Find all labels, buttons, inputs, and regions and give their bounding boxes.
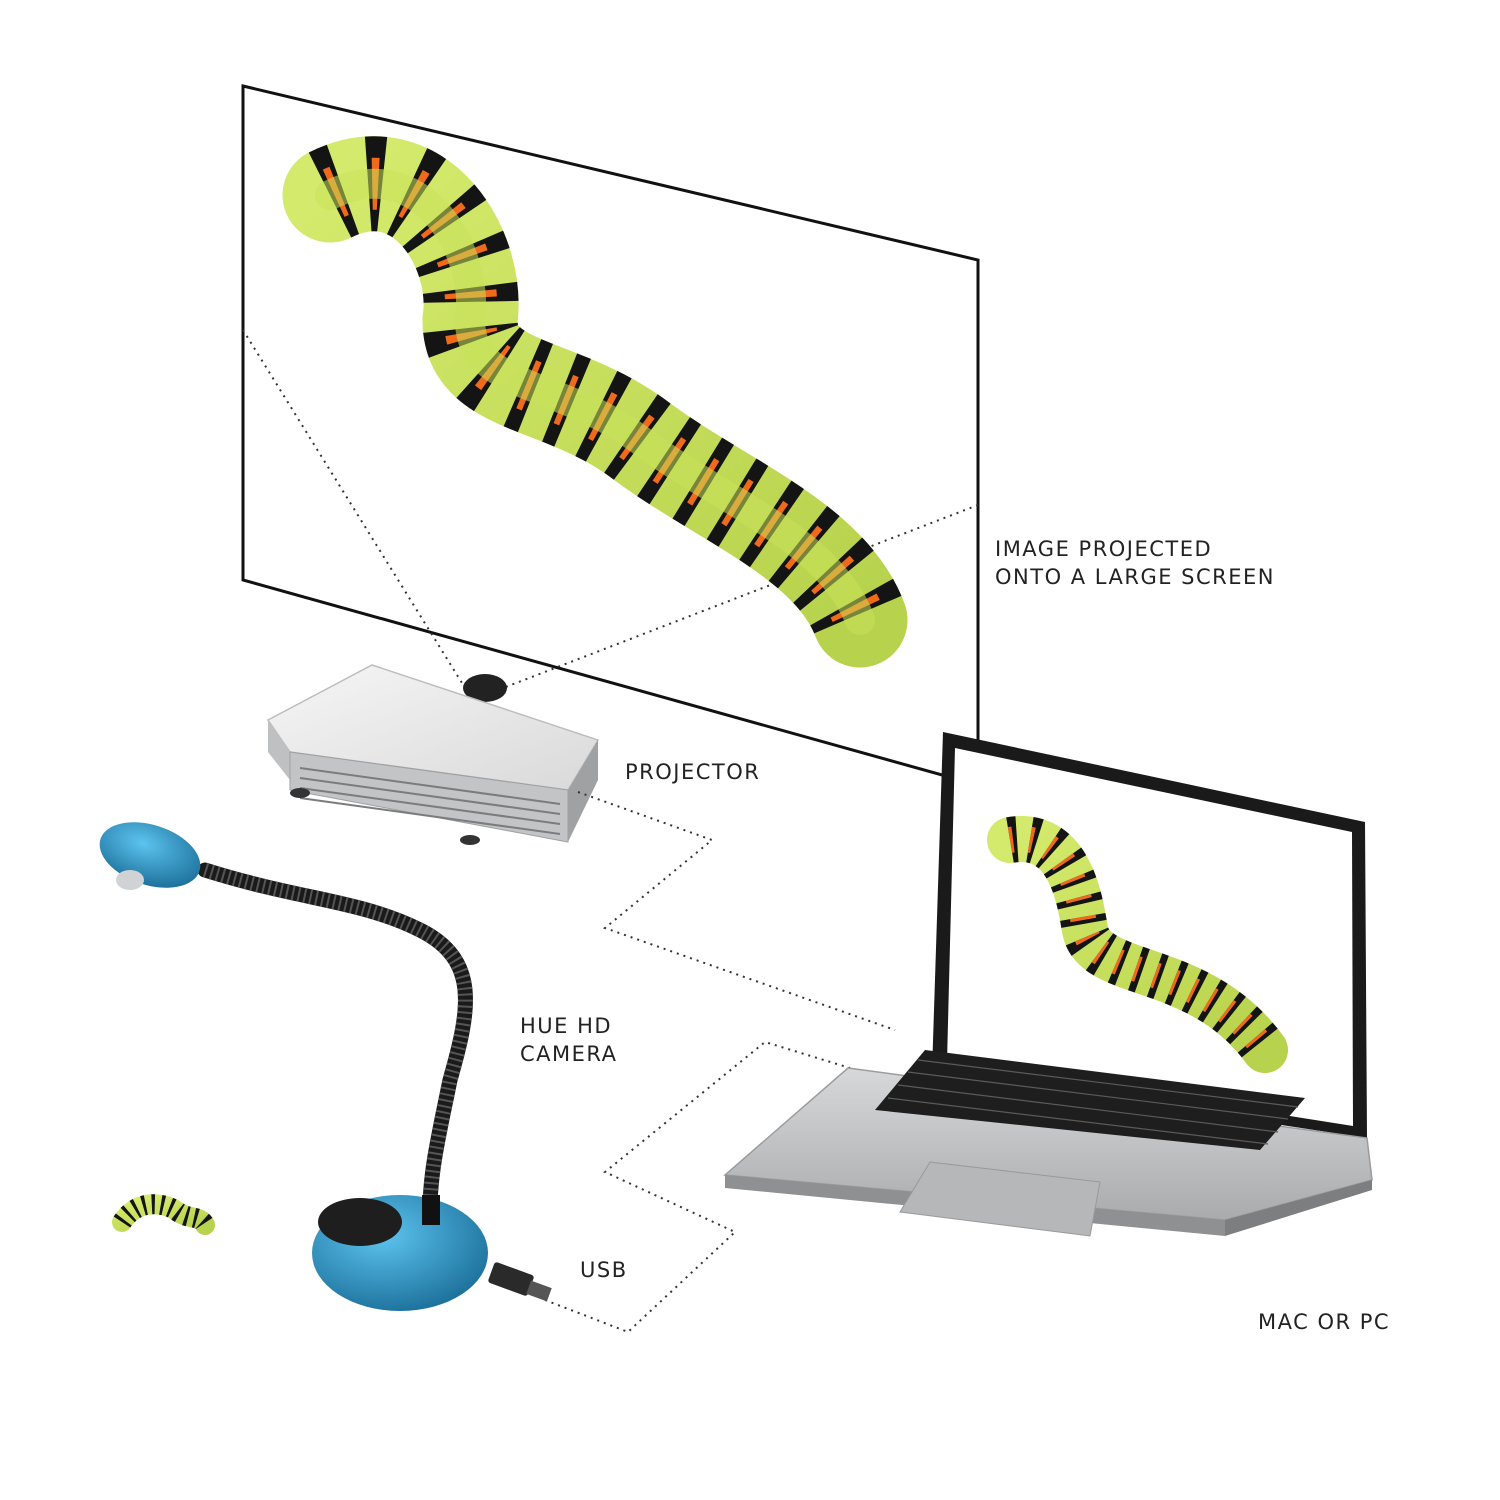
laptop xyxy=(723,732,1373,1237)
projector xyxy=(266,664,600,845)
screen-label-line-2: ONTO A LARGE SCREEN xyxy=(995,565,1275,589)
computer-label-text: MAC OR PC xyxy=(1258,1310,1391,1334)
screen-label: IMAGE PROJECTED ONTO A LARGE SCREEN xyxy=(995,535,1275,591)
computer-label: MAC OR PC xyxy=(1258,1308,1390,1336)
camera-label-line-2: CAMERA xyxy=(520,1042,618,1066)
laptop-screen-caterpillar xyxy=(987,816,1288,1073)
projected-caterpillar-image xyxy=(282,136,908,668)
projector-label-text: PROJECTOR xyxy=(625,760,761,784)
projection-beam-lines xyxy=(242,329,979,691)
camera-label-line-1: HUE HD xyxy=(520,1014,613,1038)
usb-label: USB xyxy=(580,1256,628,1284)
camera-label: HUE HD CAMERA xyxy=(520,1012,618,1068)
hue-hd-camera xyxy=(99,822,552,1311)
screen-label-line-1: IMAGE PROJECTED xyxy=(995,537,1213,561)
connection-lines xyxy=(544,791,896,1334)
small-caterpillar-specimen xyxy=(112,1194,215,1235)
projector-label: PROJECTOR xyxy=(625,758,760,786)
usb-label-text: USB xyxy=(580,1258,628,1282)
